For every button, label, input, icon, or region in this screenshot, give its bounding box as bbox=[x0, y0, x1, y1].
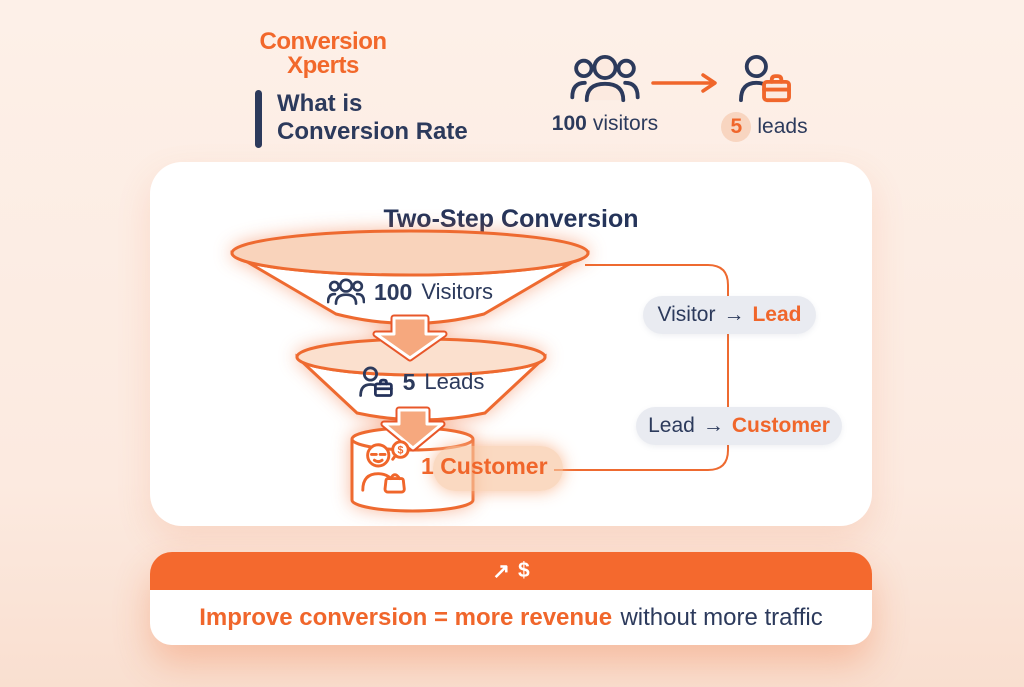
badge-from: Lead bbox=[648, 414, 695, 437]
title-line1: What is bbox=[277, 90, 363, 117]
badge-arrow: → bbox=[702, 414, 724, 437]
brand-logo: Conversion Xperts bbox=[238, 30, 408, 78]
badge-to: Lead bbox=[752, 303, 802, 326]
leads-count-badge: 5 bbox=[721, 112, 752, 142]
down-arrow-icon bbox=[372, 314, 448, 362]
users-group-icon bbox=[326, 278, 365, 305]
stage-count: 1 bbox=[421, 453, 434, 479]
stage-label: Leads bbox=[424, 369, 485, 394]
right-arrow-icon bbox=[651, 73, 717, 93]
badge-from: Visitor bbox=[657, 303, 716, 326]
banner-message: Improve conversion = more revenue withou… bbox=[150, 590, 872, 645]
banner-highlight-text: Improve conversion = more revenue bbox=[199, 603, 613, 631]
customer-highlight-pill bbox=[433, 446, 563, 491]
takeaway-banner: ↗ $ Improve conversion = more revenue wi… bbox=[150, 552, 872, 645]
visitors-count: 100 bbox=[551, 112, 587, 135]
banner-rest-text: without more traffic bbox=[620, 603, 823, 631]
badge-arrow: → bbox=[723, 303, 745, 326]
funnel-stage-leads: 5 Leads bbox=[297, 366, 545, 398]
trend-arrow-icon: ↗ bbox=[492, 559, 510, 583]
header-visitors-stat: 100 visitors bbox=[540, 52, 670, 136]
card-title: Two-Step Conversion bbox=[383, 204, 639, 233]
page-title: What is Conversion Rate bbox=[255, 90, 468, 148]
connector-line bbox=[554, 264, 729, 471]
stage-label: Customer bbox=[440, 453, 548, 479]
dollar-icon: $ bbox=[517, 559, 530, 582]
users-group-icon bbox=[570, 54, 640, 103]
svg-text:$: $ bbox=[397, 444, 403, 456]
badge-to: Customer bbox=[731, 414, 830, 437]
stage-count: 5 bbox=[402, 368, 416, 395]
down-arrow-icon bbox=[380, 406, 446, 452]
stage-label: Visitors bbox=[421, 279, 494, 304]
title-line2: Conversion Rate bbox=[277, 118, 468, 145]
shopper-icon: $ bbox=[356, 438, 414, 499]
funnel-card: Two-Step Conversion bbox=[150, 162, 872, 526]
banner-icon-band: ↗ $ bbox=[150, 552, 872, 590]
funnel-stage-visitors: 100 Visitors bbox=[232, 275, 588, 309]
person-briefcase-icon bbox=[738, 54, 791, 103]
stage-count: 100 bbox=[373, 278, 413, 305]
title-accent-bar bbox=[255, 90, 262, 148]
conversion-badge-visitor-lead: Visitor → Lead bbox=[643, 296, 816, 334]
person-briefcase-icon bbox=[358, 366, 393, 397]
header-leads-stat: 5 leads bbox=[712, 52, 817, 142]
visitors-label: visitors bbox=[592, 112, 659, 135]
leads-label: leads bbox=[757, 115, 808, 138]
funnel-stage-customer: 1 Customer bbox=[421, 453, 548, 480]
brand-line2: Xperts bbox=[287, 52, 359, 79]
conversion-badge-lead-customer: Lead → Customer bbox=[636, 407, 842, 445]
brand-line1: Conversion bbox=[259, 28, 387, 55]
